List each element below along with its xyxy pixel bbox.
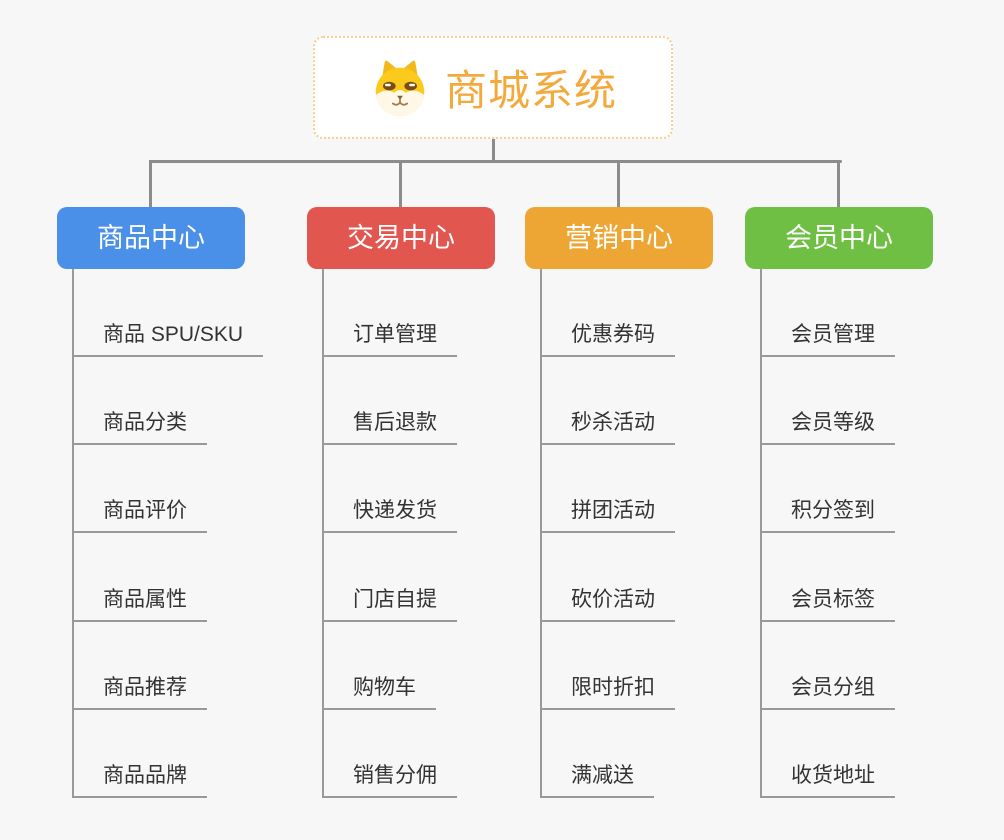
leaf-node[interactable]: 商品属性	[72, 583, 207, 622]
branch-trunk-member	[760, 269, 762, 798]
leaf-node[interactable]: 商品分类	[72, 406, 207, 446]
leaf-node[interactable]: 秒杀活动	[540, 406, 675, 446]
leaf-node[interactable]: 积分签到	[760, 494, 895, 534]
connector-drop-member	[837, 160, 840, 208]
branch-trunk-trade	[322, 269, 324, 798]
leaf-node[interactable]: 购物车	[322, 671, 436, 710]
leaf-node[interactable]: 会员分组	[760, 671, 895, 710]
dog-face-icon	[375, 60, 425, 116]
leaf-node[interactable]: 门店自提	[322, 583, 457, 622]
connector-bus	[149, 160, 842, 163]
connector-root-stem	[492, 138, 495, 162]
leaf-node[interactable]: 销售分佣	[322, 759, 457, 798]
leaf-node[interactable]: 商品评价	[72, 494, 207, 534]
leaf-node[interactable]: 快递发货	[322, 494, 457, 534]
branch-node-product-center[interactable]: 商品中心	[57, 207, 245, 269]
leaf-node[interactable]: 优惠券码	[540, 318, 675, 358]
leaf-node[interactable]: 满减送	[540, 759, 654, 798]
branch-children-member: 会员管理 会员等级 积分签到 会员标签 会员分组 收货地址	[760, 269, 895, 798]
root-title: 商城系统	[444, 67, 617, 114]
leaf-node[interactable]: 会员等级	[760, 406, 895, 446]
branch-trunk-product	[72, 269, 74, 798]
leaf-node[interactable]: 商品品牌	[72, 759, 207, 798]
leaf-node[interactable]: 会员管理	[760, 318, 895, 358]
root-node[interactable]: 商城系统	[313, 36, 673, 139]
leaf-node[interactable]: 商品推荐	[72, 671, 207, 710]
leaf-node[interactable]: 砍价活动	[540, 583, 675, 622]
branch-children-trade: 订单管理 售后退款 快递发货 门店自提 购物车 销售分佣	[322, 269, 457, 798]
leaf-node[interactable]: 售后退款	[322, 406, 457, 446]
branch-node-marketing-center[interactable]: 营销中心	[525, 207, 713, 269]
leaf-node[interactable]: 会员标签	[760, 583, 895, 622]
branch-trunk-marketing	[540, 269, 542, 798]
branch-children-product: 商品 SPU/SKU 商品分类 商品评价 商品属性 商品推荐 商品品牌	[72, 269, 264, 798]
branch-children-marketing: 优惠券码 秒杀活动 拼团活动 砍价活动 限时折扣 满减送	[540, 269, 675, 798]
leaf-node[interactable]: 限时折扣	[540, 671, 675, 710]
connector-drop-marketing	[617, 160, 620, 208]
connector-drop-product	[149, 160, 152, 208]
branch-node-member-center[interactable]: 会员中心	[745, 207, 933, 269]
connector-drop-trade	[399, 160, 402, 208]
branch-node-trade-center[interactable]: 交易中心	[307, 207, 495, 269]
leaf-node[interactable]: 收货地址	[760, 759, 895, 798]
leaf-node[interactable]: 商品 SPU/SKU	[72, 318, 264, 358]
leaf-node[interactable]: 拼团活动	[540, 494, 675, 534]
leaf-node[interactable]: 订单管理	[322, 318, 457, 358]
